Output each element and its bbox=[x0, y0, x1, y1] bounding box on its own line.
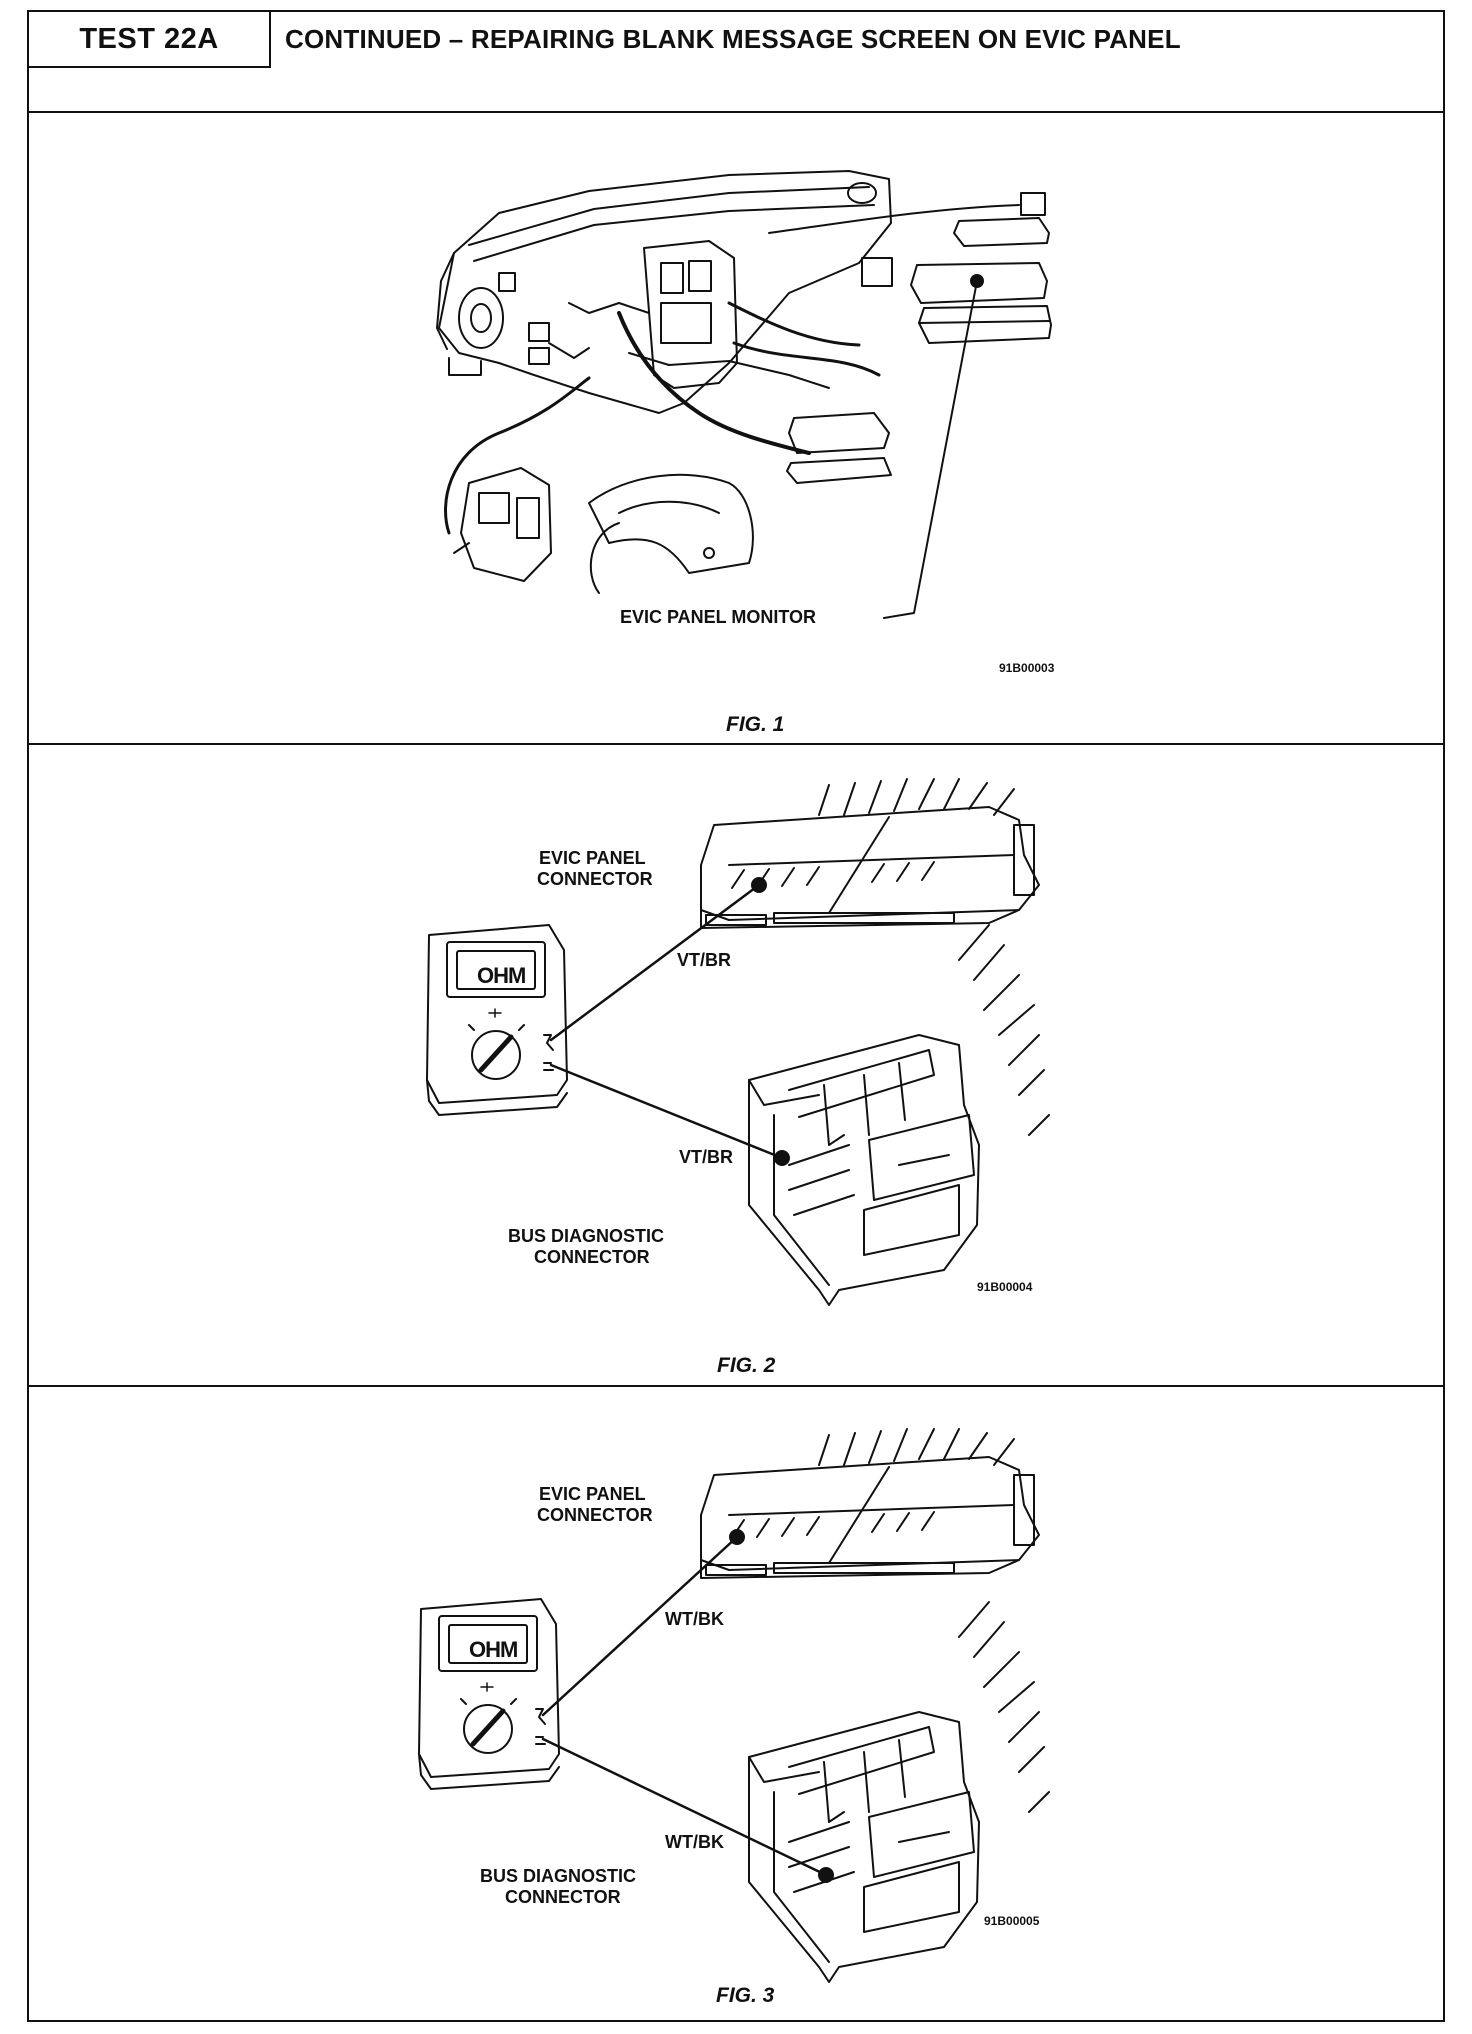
figure-3-caption: FIG. 3 bbox=[716, 1984, 775, 2007]
figure-3-panel: EVIC PANEL CONNECTOR WT/BK WT/BK BUS DIA… bbox=[29, 1387, 1443, 2022]
figure-3-code: 91B00005 bbox=[984, 1914, 1040, 1928]
fig2-evic-connector-label-line1: EVIC PANEL bbox=[539, 848, 646, 868]
fig3-meter-display: OHM bbox=[469, 1637, 518, 1662]
fig2-bus-connector-label-line1: BUS DIAGNOSTIC bbox=[508, 1226, 665, 1246]
fig2-meter-display: OHM bbox=[477, 963, 526, 988]
figure-1-illustration bbox=[436, 170, 1052, 619]
page-header: TEST 22A CONTINUED – REPAIRING BLANK MES… bbox=[29, 12, 1443, 113]
figure-2-panel: EVIC PANEL CONNECTOR VT/BR VT/BR BUS DIA… bbox=[29, 745, 1443, 1387]
figure-2-caption: FIG. 2 bbox=[717, 1354, 776, 1377]
figure-2-code: 91B00004 bbox=[977, 1280, 1033, 1294]
fig3-evic-connector-label-line2: CONNECTOR bbox=[537, 1505, 653, 1525]
fig2-evic-connector-label-line2: CONNECTOR bbox=[537, 869, 653, 889]
evic-panel-monitor-label: EVIC PANEL MONITOR bbox=[620, 607, 817, 627]
fig3-bus-connector-label-line1: BUS DIAGNOSTIC bbox=[480, 1866, 637, 1886]
figure-2-illustration bbox=[426, 778, 1050, 1306]
test-number-box: TEST 22A bbox=[29, 12, 271, 68]
fig3-top-wire-label: WT/BK bbox=[665, 1609, 724, 1629]
document-page: TEST 22A CONTINUED – REPAIRING BLANK MES… bbox=[27, 10, 1445, 2022]
fig2-top-wire-label: VT/BR bbox=[677, 950, 731, 970]
fig2-bus-connector-label-line2: CONNECTOR bbox=[534, 1247, 650, 1267]
figure-3-illustration bbox=[418, 1428, 1050, 1983]
figure-1-caption: FIG. 1 bbox=[726, 713, 785, 736]
figure-1-panel: EVIC PANEL MONITOR 91B00003 FIG. 1 bbox=[29, 113, 1443, 745]
fig3-evic-connector-label-line1: EVIC PANEL bbox=[539, 1484, 646, 1504]
fig3-bottom-wire-label: WT/BK bbox=[665, 1832, 724, 1852]
fig2-bottom-wire-label: VT/BR bbox=[679, 1147, 733, 1167]
page-title: CONTINUED – REPAIRING BLANK MESSAGE SCRE… bbox=[285, 24, 1181, 54]
fig3-bus-connector-label-line2: CONNECTOR bbox=[505, 1887, 621, 1907]
figure-1-code: 91B00003 bbox=[999, 661, 1055, 675]
